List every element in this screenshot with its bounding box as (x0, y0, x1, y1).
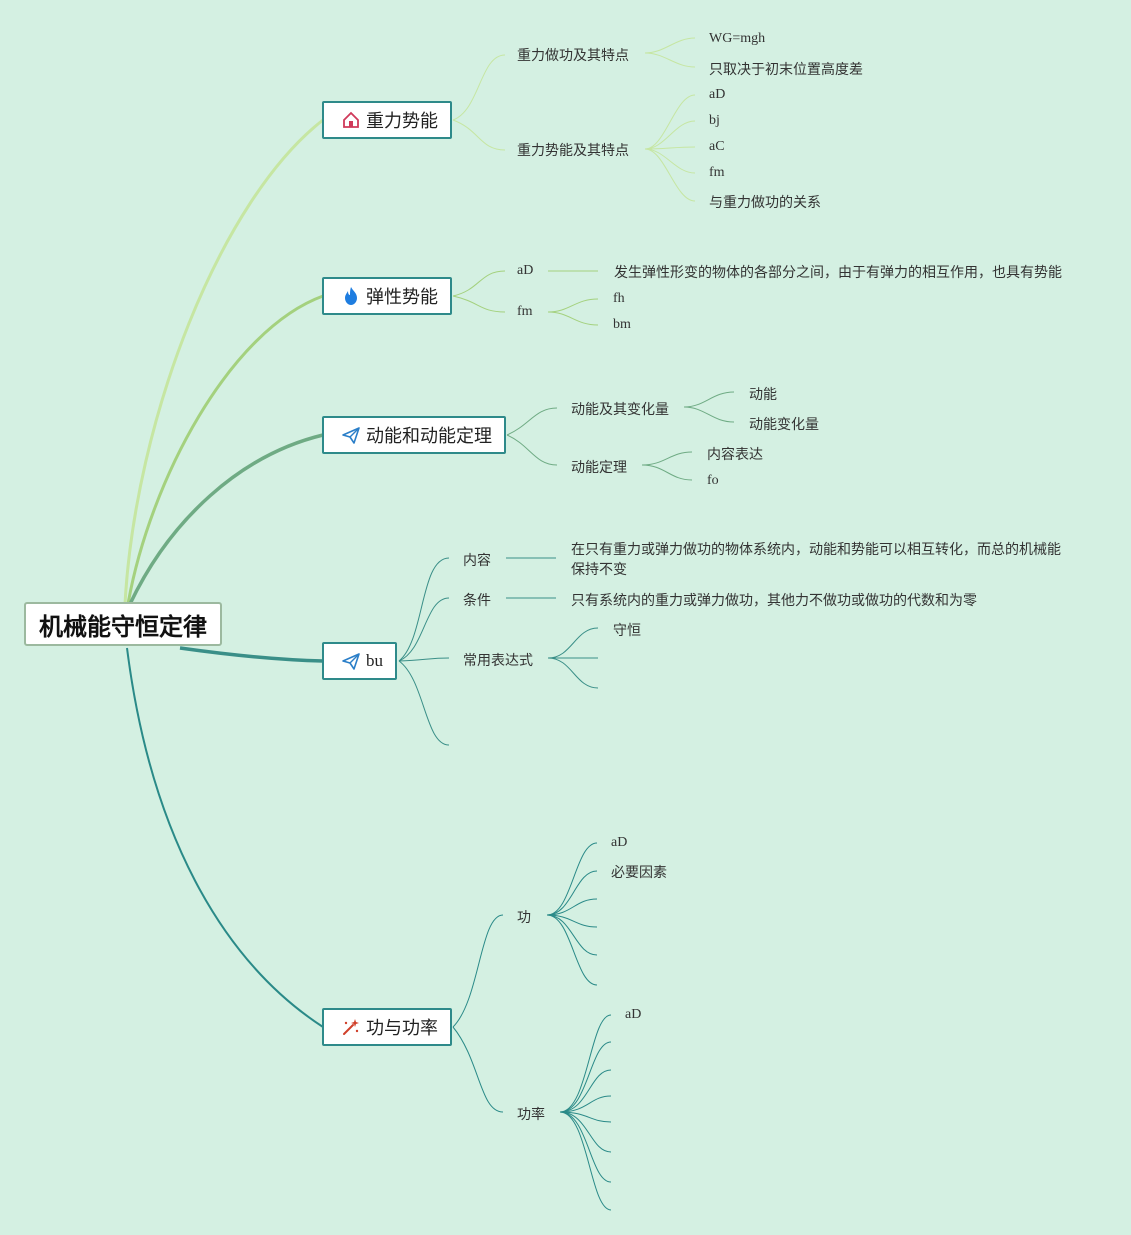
leaf-text[interactable]: 在只有重力或弹力做功的物体系统内，动能和势能可以相互转化，而总的机械能保持不变 (571, 542, 1061, 578)
topic-work-and-power[interactable]: 功与功率 (322, 1008, 452, 1046)
topic-elastic-potential-energy[interactable]: 弹性势能 (322, 277, 452, 315)
subtopic-gravity-potential[interactable]: 重力势能及其特点 (517, 143, 629, 159)
leaf-text[interactable]: fm (709, 165, 725, 180)
leaf-text[interactable]: aD (709, 87, 726, 102)
leaf-text[interactable]: 必要因素 (611, 865, 667, 881)
topic-label: bu (366, 651, 383, 670)
subtopic-text[interactable]: fm (517, 304, 533, 319)
topic-label: 动能和动能定理 (366, 426, 492, 447)
leaf-text[interactable]: 守恒 (613, 623, 641, 639)
subtopic-text[interactable]: aD (517, 263, 534, 278)
leaf-text[interactable]: bm (613, 317, 631, 332)
leaf-text[interactable]: aD (611, 835, 628, 850)
leaf-text[interactable]: 与重力做功的关系 (709, 195, 821, 211)
topic-label: 功与功率 (366, 1018, 438, 1039)
subtopic-gravity-work[interactable]: 重力做功及其特点 (517, 48, 629, 64)
leaf-text[interactable]: 动能变化量 (749, 417, 819, 433)
magic-wand-icon (340, 1016, 362, 1038)
root-topic[interactable]: 机械能守恒定律 (24, 602, 222, 646)
subtopic-condition[interactable]: 条件 (463, 593, 491, 609)
paper-plane-icon (340, 650, 362, 672)
subtopic-power[interactable]: 功率 (517, 1107, 545, 1123)
leaf-text[interactable]: WG=mgh (709, 31, 766, 46)
leaf-text[interactable]: 只有系统内的重力或弹力做功，其他力不做功或做功的代数和为零 (571, 593, 977, 609)
fire-icon (340, 285, 362, 307)
topic-bu[interactable]: bu (322, 642, 397, 680)
leaf-text[interactable]: 发生弹性形变的物体的各部分之间，由于有弹力的相互作用，也具有势能 (614, 265, 1062, 281)
house-icon (340, 109, 362, 131)
subtopic-expressions[interactable]: 常用表达式 (463, 653, 533, 669)
topic-gravitational-potential-energy[interactable]: 重力势能 (322, 101, 452, 139)
subtopic-kinetic-theorem[interactable]: 动能定理 (571, 460, 627, 476)
leaf-text[interactable]: fh (613, 291, 625, 306)
subtopic-content[interactable]: 内容 (463, 553, 491, 569)
topic-label: 弹性势能 (366, 287, 438, 308)
leaf-text[interactable]: 只取决于初末位置高度差 (709, 62, 863, 78)
topic-kinetic-energy-theorem[interactable]: 动能和动能定理 (322, 416, 506, 454)
leaf-text[interactable]: fo (707, 473, 719, 488)
subtopic-kinetic-energy[interactable]: 动能及其变化量 (571, 402, 669, 418)
leaf-text[interactable]: 动能 (749, 387, 777, 403)
leaf-text[interactable]: aC (709, 139, 725, 154)
topic-label: 重力势能 (366, 111, 438, 132)
leaf-text[interactable]: aD (625, 1007, 642, 1022)
subtopic-work[interactable]: 功 (517, 910, 531, 926)
paper-plane-icon (340, 424, 362, 446)
leaf-text[interactable]: 内容表达 (707, 447, 763, 463)
leaf-text[interactable]: bj (709, 113, 720, 128)
